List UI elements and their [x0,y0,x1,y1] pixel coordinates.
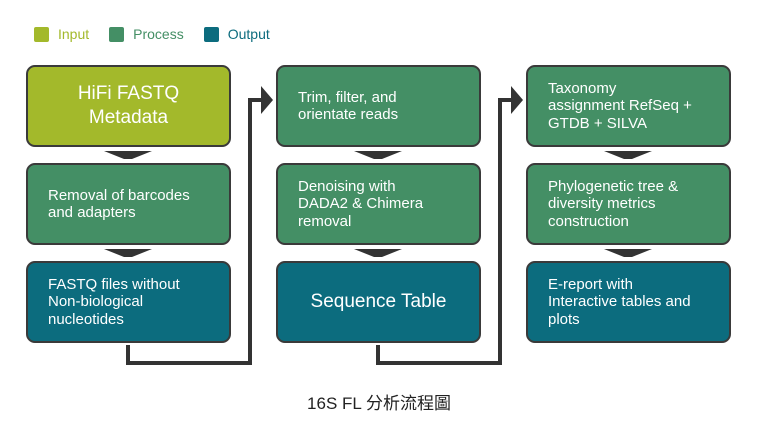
legend-label-input: Input [58,26,90,42]
step-label: Sequence Table [310,291,447,312]
legend: Input Process Output [34,26,290,42]
legend-label-output: Output [227,26,270,42]
step-label: Removal of barcodes and adapters [48,186,190,222]
step-box-process: Taxonomy assignment RefSeq + GTDB + SILV… [526,65,731,147]
down-arrow-icon [354,151,402,159]
legend-label-process: Process [133,26,184,42]
step-label: Phylogenetic tree & diversity metrics co… [548,177,679,230]
step-box-process: Denoising with DADA2 & Chimera removal [276,163,481,245]
step-box-process: Phylogenetic tree & diversity metrics co… [526,163,731,245]
step-label: E-report with Interactive tables and plo… [548,275,691,328]
down-arrow-icon [354,249,402,257]
legend-swatch-output [203,26,219,42]
connector-col1-to-col2 [126,98,262,365]
legend-swatch-process [109,26,125,42]
step-label: Taxonomy assignment RefSeq + GTDB + SILV… [548,79,692,132]
down-arrow-icon [604,151,652,159]
connector-col2-to-col3 [376,98,512,365]
step-label: FASTQ files without Non-biological nucle… [48,275,180,328]
arrowhead-col3 [511,86,523,114]
step-label: HiFi FASTQ Metadata [77,83,180,128]
arrowhead-col2 [261,86,273,114]
step-box-process: Removal of barcodes and adapters [26,163,231,245]
legend-item-process: Process [109,26,184,42]
step-box-output: E-report with Interactive tables and plo… [526,261,731,343]
down-arrow-icon [104,249,152,257]
legend-item-output: Output [203,26,270,42]
legend-item-input: Input [34,26,89,42]
step-box-process: Trim, filter, and orientate reads [276,65,481,147]
step-box-output: Sequence Table [276,261,481,343]
step-label: Denoising with DADA2 & Chimera removal [298,177,424,230]
legend-swatch-input [34,26,49,42]
step-box-input: HiFi FASTQ Metadata [26,65,231,147]
down-arrow-icon [604,249,652,257]
diagram-caption: 16S FL 分析流程圖 [307,394,451,413]
down-arrow-icon [104,151,152,159]
step-label: Trim, filter, and orientate reads [298,88,399,124]
step-box-output: FASTQ files without Non-biological nucle… [26,261,231,343]
